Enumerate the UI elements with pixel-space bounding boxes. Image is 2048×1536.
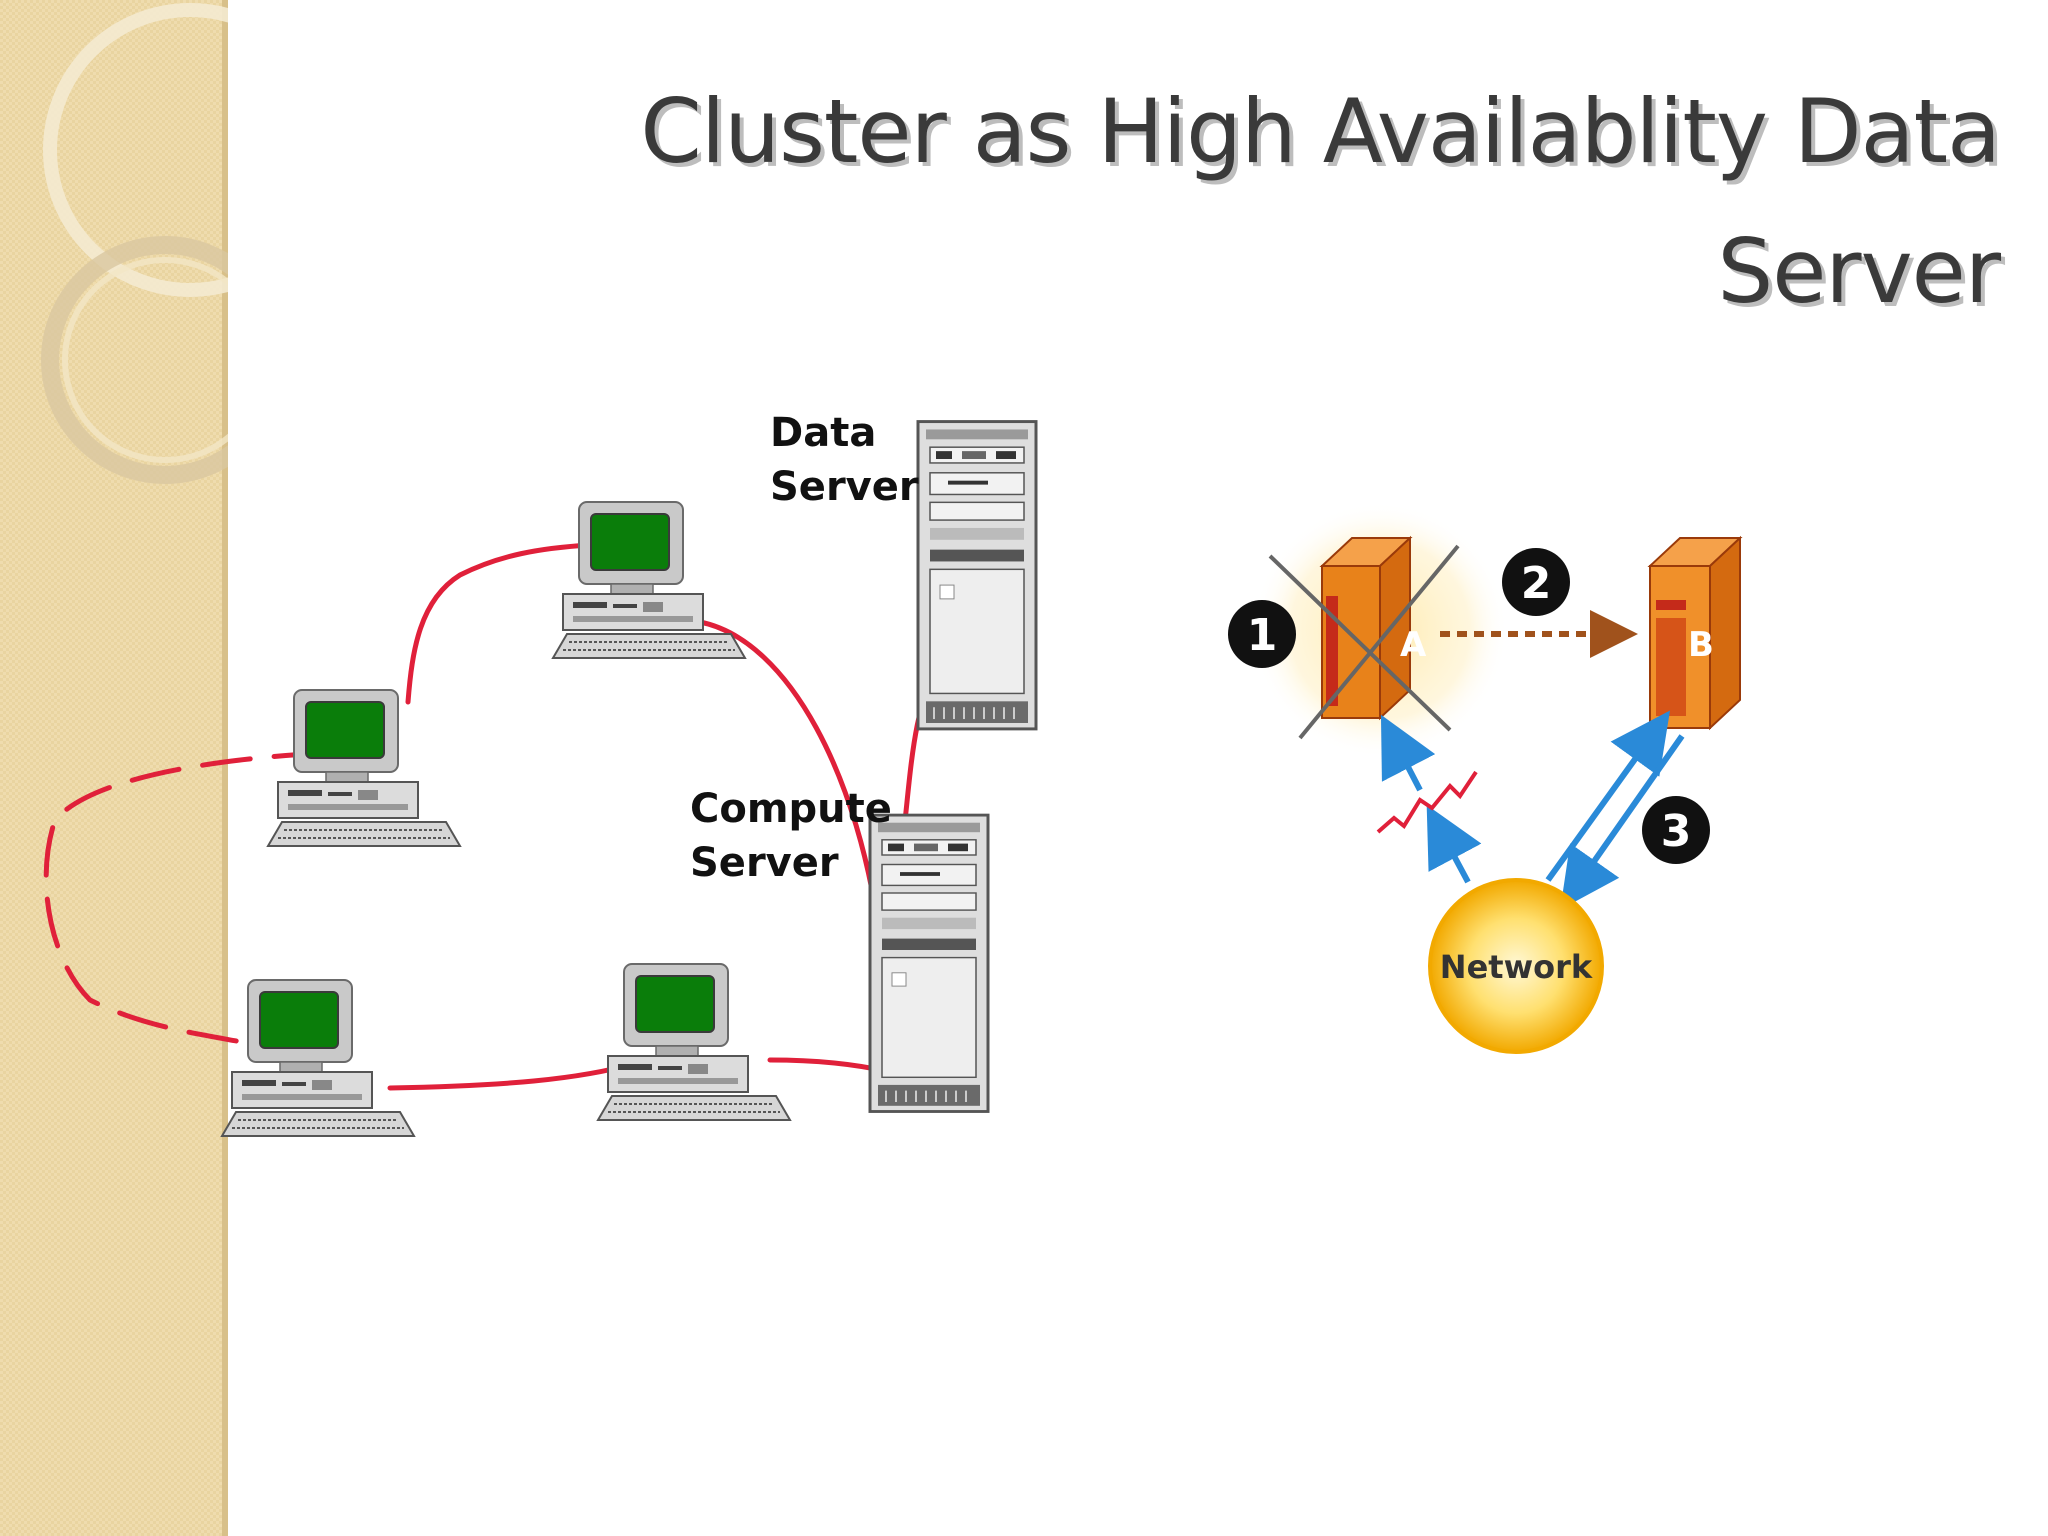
svg-text:Network: Network xyxy=(1440,948,1593,986)
computer-top xyxy=(552,501,746,659)
network-arrows xyxy=(1380,710,1685,910)
server-b: B xyxy=(1647,535,1743,731)
slide-title-line-1: Cluster as High Availablity Data xyxy=(640,80,2001,183)
arrow-network-to-b xyxy=(1545,710,1671,882)
svg-text:A: A xyxy=(1400,625,1427,665)
failover-diagram: A B 1 2 3 xyxy=(1228,502,1743,1054)
decorative-ring-large xyxy=(43,3,228,297)
slide-title-line-2: Server xyxy=(1717,220,2001,323)
svg-text:1: 1 xyxy=(1247,610,1278,661)
decorative-sidebar xyxy=(0,0,228,1536)
step-badge-1: 1 xyxy=(1228,600,1296,668)
arrow-b-to-network xyxy=(1560,734,1685,910)
failure-cross-mark xyxy=(1268,544,1460,740)
broken-link-icon xyxy=(1376,770,1478,834)
link-pc3-pc5-dashed xyxy=(43,750,325,1050)
computer-left xyxy=(267,689,461,847)
svg-text:2: 2 xyxy=(1521,558,1552,609)
svg-text:3: 3 xyxy=(1661,806,1692,857)
compute-server-tower xyxy=(868,813,990,1113)
arrow-network-to-a-upper xyxy=(1380,714,1436,792)
computer-bottom-middle xyxy=(597,963,791,1121)
computer-bottom-left xyxy=(221,979,415,1137)
data-server-tower xyxy=(916,420,1038,731)
compute-server-label: Compute Server xyxy=(690,786,906,886)
decorative-ring-small xyxy=(41,236,228,484)
step-badge-3: 3 xyxy=(1642,796,1710,864)
link-pc1-pc2 xyxy=(405,542,593,705)
svg-text:B: B xyxy=(1688,625,1714,665)
network-links xyxy=(43,542,943,1091)
arrow-network-to-a-lower xyxy=(1426,804,1482,884)
step-badge-2: 2 xyxy=(1502,548,1570,616)
network-node: Network xyxy=(1428,878,1604,1054)
data-server-label: Data Server xyxy=(770,410,919,510)
server-a: A xyxy=(1319,535,1427,721)
link-pc2-compute-server xyxy=(697,619,883,943)
link-pc5-pc4 xyxy=(387,1059,643,1091)
